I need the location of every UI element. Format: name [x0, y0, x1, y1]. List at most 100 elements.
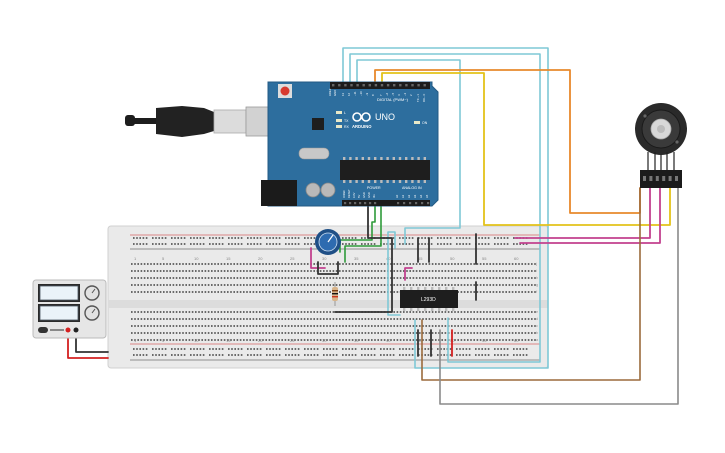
breadboard-hole[interactable] [470, 318, 472, 320]
breadboard-hole[interactable] [508, 277, 511, 279]
breadboard-hole[interactable] [313, 277, 315, 279]
breadboard-hole[interactable] [291, 237, 293, 239]
breadboard-hole[interactable] [522, 243, 525, 245]
breadboard-hole[interactable] [199, 243, 202, 245]
breadboard-hole[interactable] [177, 237, 179, 239]
breadboard-hole[interactable] [188, 270, 191, 272]
breadboard-hole[interactable] [393, 332, 395, 334]
breadboard-hole[interactable] [425, 332, 427, 334]
breadboard-hole[interactable] [268, 277, 271, 279]
breadboard-hole[interactable] [287, 311, 290, 313]
breadboard-hole[interactable] [268, 263, 271, 265]
breadboard-hole[interactable] [506, 237, 509, 239]
breadboard-hole[interactable] [476, 332, 479, 334]
breadboard-hole[interactable] [172, 270, 175, 272]
breadboard-hole[interactable] [217, 277, 219, 279]
breadboard-hole[interactable] [361, 291, 363, 293]
breadboard-hole[interactable] [137, 284, 139, 286]
breadboard-hole[interactable] [409, 339, 411, 341]
breadboard-hole[interactable] [518, 277, 520, 279]
breadboard-hole[interactable] [326, 325, 328, 327]
breadboard-hole[interactable] [364, 354, 366, 356]
breadboard-hole[interactable] [409, 277, 411, 279]
breadboard-hole[interactable] [406, 284, 408, 286]
breadboard-hole[interactable] [288, 237, 290, 239]
breadboard-hole[interactable] [329, 325, 331, 327]
breadboard-hole[interactable] [253, 354, 255, 356]
breadboard-hole[interactable] [284, 284, 287, 286]
breadboard-hole[interactable] [230, 318, 232, 320]
breadboard-hole[interactable] [473, 332, 475, 334]
breadboard-hole[interactable] [447, 311, 450, 313]
breadboard-hole[interactable] [140, 332, 143, 334]
breadboard-hole[interactable] [204, 311, 207, 313]
breadboard-hole[interactable] [457, 291, 459, 293]
breadboard-hole[interactable] [195, 277, 197, 279]
breadboard-hole[interactable] [473, 291, 475, 293]
breadboard-hole[interactable] [288, 354, 290, 356]
breadboard-hole[interactable] [191, 263, 194, 265]
breadboard-hole[interactable] [355, 270, 357, 272]
breadboard-hole[interactable] [335, 318, 338, 320]
breadboard-hole[interactable] [275, 339, 277, 341]
breadboard-hole[interactable] [153, 291, 155, 293]
breadboard-hole[interactable] [387, 339, 389, 341]
breadboard-hole[interactable] [428, 263, 431, 265]
breadboard-hole[interactable] [275, 354, 278, 356]
breadboard-hole[interactable] [499, 291, 501, 293]
breadboard-hole[interactable] [278, 237, 281, 239]
breadboard-hole[interactable] [495, 332, 498, 334]
breadboard-hole[interactable] [131, 284, 133, 286]
breadboard-hole[interactable] [252, 284, 255, 286]
breadboard-hole[interactable] [134, 332, 136, 334]
breadboard-hole[interactable] [266, 348, 268, 350]
breadboard-hole[interactable] [460, 270, 463, 272]
breadboard-hole[interactable] [252, 311, 255, 313]
breadboard-hole[interactable] [451, 284, 453, 286]
breadboard-hole[interactable] [191, 284, 194, 286]
breadboard-hole[interactable] [351, 318, 354, 320]
breadboard-hole[interactable] [502, 270, 504, 272]
breadboard-hole[interactable] [179, 270, 181, 272]
breadboard-hole[interactable] [342, 332, 344, 334]
breadboard-hole[interactable] [486, 291, 488, 293]
breadboard-hole[interactable] [505, 277, 507, 279]
breadboard-hole[interactable] [495, 318, 498, 320]
breadboard-hole[interactable] [463, 270, 466, 272]
breadboard-hole[interactable] [511, 277, 514, 279]
breadboard-hole[interactable] [470, 263, 472, 265]
breadboard-hole[interactable] [240, 243, 243, 245]
breadboard-hole[interactable] [396, 311, 399, 313]
breadboard-hole[interactable] [406, 311, 408, 313]
breadboard-hole[interactable] [294, 263, 296, 265]
breadboard-hole[interactable] [212, 237, 214, 239]
breadboard-hole[interactable] [505, 332, 507, 334]
l293d-body[interactable] [400, 290, 458, 308]
breadboard-hole[interactable] [220, 332, 223, 334]
breadboard-hole[interactable] [259, 354, 262, 356]
breadboard-hole[interactable] [355, 284, 357, 286]
breadboard-hole[interactable] [524, 339, 527, 341]
breadboard-hole[interactable] [150, 284, 152, 286]
breadboard-hole[interactable] [255, 339, 258, 341]
breadboard-hole[interactable] [516, 354, 518, 356]
breadboard-hole[interactable] [255, 277, 258, 279]
breadboard-hole[interactable] [159, 263, 162, 265]
breadboard-hole[interactable] [527, 318, 530, 320]
breadboard-hole[interactable] [145, 354, 148, 356]
breadboard-hole[interactable] [459, 354, 461, 356]
breadboard-hole[interactable] [259, 237, 262, 239]
breadboard-hole[interactable] [521, 318, 523, 320]
breadboard-hole[interactable] [367, 325, 370, 327]
breadboard-hole[interactable] [335, 332, 338, 334]
breadboard-hole[interactable] [444, 270, 447, 272]
breadboard-hole[interactable] [198, 277, 200, 279]
breadboard-hole[interactable] [268, 270, 271, 272]
breadboard-hole[interactable] [390, 325, 392, 327]
header-socket[interactable] [386, 84, 390, 87]
breadboard-hole[interactable] [383, 325, 386, 327]
breadboard-hole[interactable] [304, 237, 306, 239]
breadboard-hole[interactable] [521, 291, 523, 293]
breadboard-hole[interactable] [495, 339, 498, 341]
breadboard-hole[interactable] [399, 277, 402, 279]
